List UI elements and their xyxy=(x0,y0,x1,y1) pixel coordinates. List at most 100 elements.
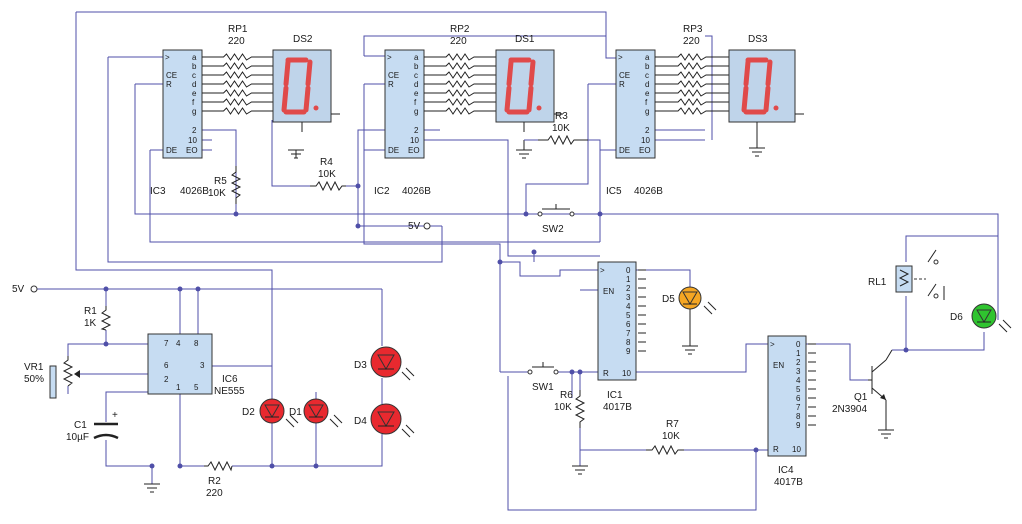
svg-text:SW2: SW2 xyxy=(542,224,564,235)
r3-resistor: R3 10K xyxy=(524,111,601,150)
svg-text:R3: R3 xyxy=(555,111,568,122)
segment-resistor xyxy=(424,98,496,106)
svg-text:R5: R5 xyxy=(214,176,227,187)
ic1-ref: IC1 xyxy=(607,390,623,401)
rl1-relay: RL1 xyxy=(868,249,945,300)
svg-text:DS3: DS3 xyxy=(748,34,768,45)
decimal-point xyxy=(313,105,319,111)
decimal-point xyxy=(536,105,542,111)
svg-text:>: > xyxy=(618,53,623,62)
output-pin-label: 1 xyxy=(796,349,801,358)
svg-text:c: c xyxy=(192,71,196,80)
svg-text:e: e xyxy=(192,89,197,98)
svg-text:6: 6 xyxy=(164,361,169,370)
segment-resistor xyxy=(655,53,729,61)
svg-text:c: c xyxy=(414,71,418,80)
d1-led: D1 xyxy=(289,398,343,428)
svg-text:RP2: RP2 xyxy=(450,24,470,35)
svg-text:R1: R1 xyxy=(84,306,97,317)
output-pin-label: 8 xyxy=(626,338,631,347)
svg-text:220: 220 xyxy=(450,36,467,47)
segment-resistor xyxy=(202,62,273,70)
r6-resistor: R6 10K xyxy=(554,390,588,475)
svg-text:D5: D5 xyxy=(662,294,675,305)
segment-resistor xyxy=(202,98,273,106)
d2-led: D2 xyxy=(242,398,299,428)
rp1-resistor-pack: RP1 220 xyxy=(202,24,273,115)
d6-led: D6 xyxy=(950,303,1012,333)
r7-resistor: R7 10K xyxy=(646,419,684,456)
svg-text:1K: 1K xyxy=(84,318,97,329)
segment-resistor xyxy=(424,80,496,88)
segment-resistor xyxy=(655,98,729,106)
segment-resistor xyxy=(202,71,273,79)
segment xyxy=(506,59,514,87)
output-pin-label: 7 xyxy=(796,403,801,412)
r5-resistor: R5 10K xyxy=(208,130,242,214)
ds2-display: DS2 xyxy=(272,34,340,159)
svg-text:>: > xyxy=(387,53,392,62)
segment xyxy=(303,85,311,113)
svg-text:a: a xyxy=(192,53,197,62)
svg-text:DS2: DS2 xyxy=(293,34,313,45)
ic5-counter: > CE R DE a b c d e f g 2 10 EO IC5 4026… xyxy=(606,49,663,197)
rp2-resistor-pack: RP2 220 xyxy=(424,24,496,115)
svg-text:EO: EO xyxy=(186,146,198,155)
svg-text:Q1: Q1 xyxy=(854,392,868,403)
output-pin-label: 0 xyxy=(626,266,631,275)
svg-text:4: 4 xyxy=(176,339,181,348)
segment-resistor xyxy=(202,80,273,88)
output-pin-label: 9 xyxy=(796,421,801,430)
svg-text:D1: D1 xyxy=(289,407,302,418)
segment-resistor xyxy=(655,71,729,79)
svg-text:f: f xyxy=(645,98,648,107)
ic6-part: NE555 xyxy=(214,386,245,397)
svg-text:10: 10 xyxy=(410,136,419,145)
ic2-ref: IC2 xyxy=(374,186,390,197)
svg-text:5V: 5V xyxy=(408,221,421,232)
segment xyxy=(281,85,289,113)
svg-text:10K: 10K xyxy=(552,123,570,134)
d3-led: D3 xyxy=(354,346,415,381)
svg-text:>: > xyxy=(600,266,605,275)
svg-text:SW1: SW1 xyxy=(532,382,554,393)
segment xyxy=(526,85,534,113)
output-pin-label: 2 xyxy=(796,358,801,367)
segment-resistor xyxy=(424,89,496,97)
svg-text:1: 1 xyxy=(176,383,181,392)
c1-capacitor: + C1 10µF xyxy=(66,410,119,443)
svg-text:R: R xyxy=(773,445,779,454)
ic3-part: 4026B xyxy=(180,186,209,197)
svg-text:c: c xyxy=(645,71,649,80)
v5-node-left: 5V xyxy=(12,284,38,295)
svg-text:5: 5 xyxy=(194,383,199,392)
ic4-part: 4017B xyxy=(774,477,803,488)
ic6-timer: 7 4 8 6 3 2 1 5 IC6 NE555 xyxy=(147,333,245,397)
svg-text:DS1: DS1 xyxy=(515,34,535,45)
rp3-resistor-pack: RP3 220 xyxy=(655,24,729,115)
svg-text:b: b xyxy=(645,62,650,71)
svg-text:220: 220 xyxy=(228,36,245,47)
svg-text:10: 10 xyxy=(792,445,801,454)
svg-text:R: R xyxy=(619,80,625,89)
svg-text:10µF: 10µF xyxy=(66,432,89,443)
svg-text:10K: 10K xyxy=(208,188,226,199)
svg-text:R7: R7 xyxy=(666,419,679,430)
output-pin-label: 4 xyxy=(796,376,801,385)
svg-text:3: 3 xyxy=(200,361,205,370)
svg-text:DE: DE xyxy=(388,146,399,155)
svg-text:g: g xyxy=(192,107,196,116)
ic5-ref: IC5 xyxy=(606,186,622,197)
svg-text:2: 2 xyxy=(192,126,197,135)
svg-text:b: b xyxy=(414,62,419,71)
svg-text:R6: R6 xyxy=(560,390,573,401)
ic2-part: 4026B xyxy=(402,186,431,197)
segment-resistor xyxy=(202,89,273,97)
segment xyxy=(741,85,749,113)
svg-text:8: 8 xyxy=(194,339,199,348)
svg-text:b: b xyxy=(192,62,197,71)
ds3-display: DS3 xyxy=(728,34,804,157)
svg-text:CE: CE xyxy=(388,71,399,80)
svg-text:C1: C1 xyxy=(74,420,87,431)
svg-text:CE: CE xyxy=(166,71,177,80)
